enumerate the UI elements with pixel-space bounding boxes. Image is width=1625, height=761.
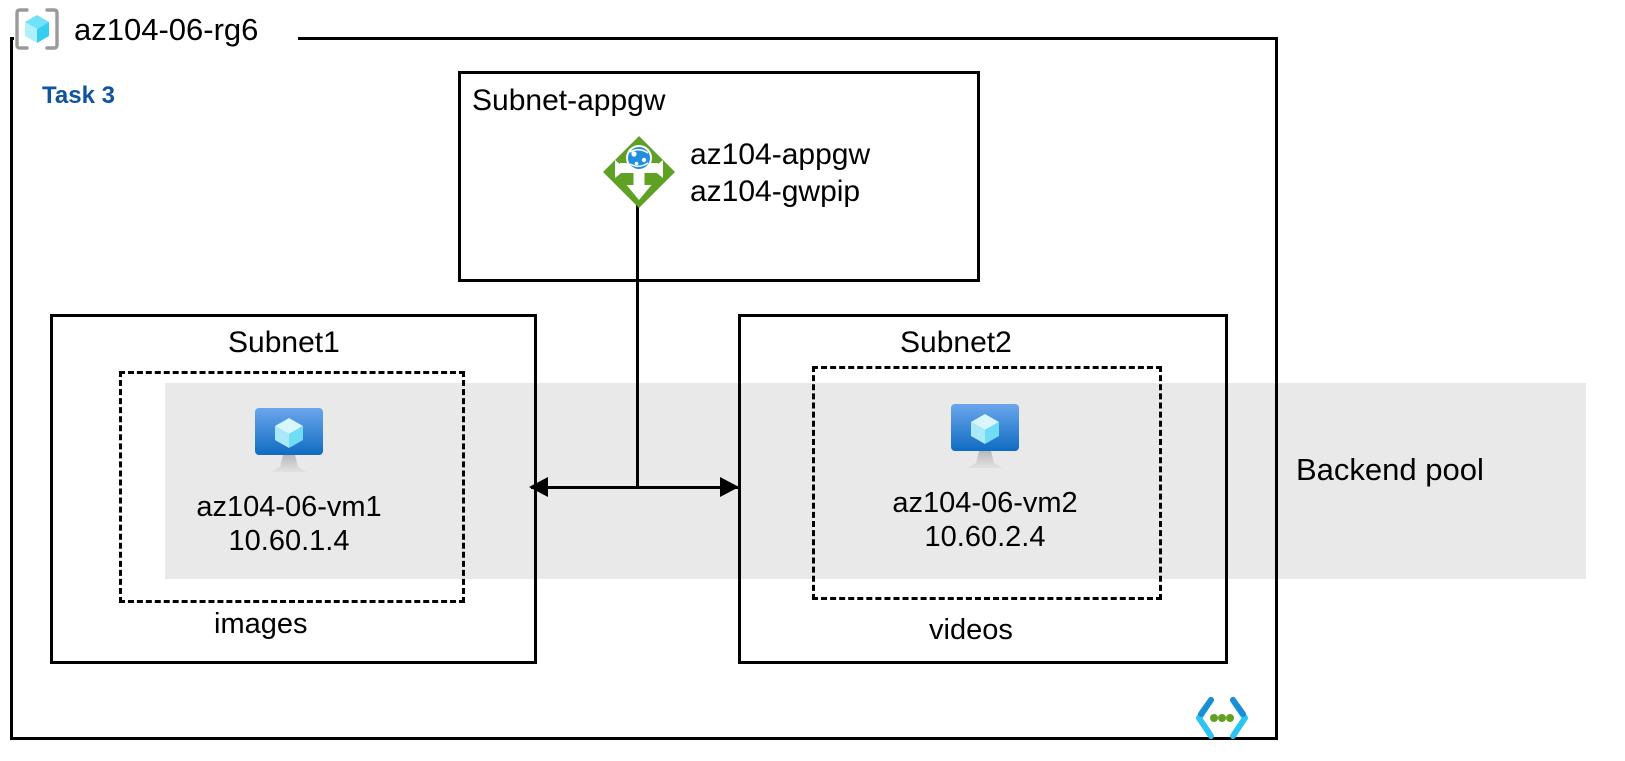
- vm1-ip: 10.60.1.4: [228, 525, 350, 558]
- subnet2-dashed-group: [812, 366, 1162, 600]
- rg-border-left: [10, 37, 13, 740]
- subnet1-dashed-group: [119, 371, 465, 603]
- task-label: Task 3: [42, 82, 115, 109]
- vm1-name: az104-06-vm1: [196, 491, 382, 523]
- vm1-node: az104-06-vm1 10.60.1.4: [163, 404, 415, 558]
- vm2-name: az104-06-vm2: [892, 487, 1078, 519]
- rg-border-top: [298, 37, 1278, 40]
- application-gateway-labels: az104-appgw az104-gwpip: [690, 137, 870, 210]
- resource-group-title: az104-06-rg6: [74, 11, 259, 47]
- subnet2-footer-label: videos: [929, 614, 1013, 646]
- virtual-machine-icon: [947, 400, 1023, 472]
- application-gateway-icon: [600, 133, 678, 211]
- gwpip-resource-name: az104-gwpip: [690, 174, 861, 208]
- subnet-appgw-box: [458, 71, 980, 282]
- appgw-resource-name: az104-appgw: [690, 138, 871, 171]
- rg-border-right: [1275, 37, 1278, 740]
- vm2-ip: 10.60.2.4: [924, 521, 1046, 554]
- connector-arrow-right: [720, 477, 739, 497]
- application-gateway-node: az104-appgw az104-gwpip: [600, 133, 870, 211]
- resource-group-header: az104-06-rg6: [14, 6, 269, 52]
- subnet1-title: Subnet1: [228, 326, 340, 359]
- rg-border-bottom: [10, 737, 1278, 740]
- appgw-to-subnets-connector: [636, 205, 639, 488]
- backend-pool-label: Backend pool: [1296, 452, 1484, 487]
- subnet-appgw-title: Subnet-appgw: [472, 84, 666, 117]
- virtual-machine-icon: [251, 404, 327, 476]
- resource-group-cube-icon: [14, 6, 60, 52]
- backend-pool-band: [165, 383, 1586, 579]
- subnet2-title: Subnet2: [900, 326, 1012, 359]
- connector-arrow-left: [529, 477, 548, 497]
- subnet2-box: [738, 314, 1228, 664]
- code-brackets-icon: [1194, 694, 1250, 742]
- subnet1-subnet2-connector: [531, 486, 738, 489]
- vm2-node: az104-06-vm2 10.60.2.4: [859, 400, 1111, 554]
- subnet1-footer-label: images: [214, 608, 308, 640]
